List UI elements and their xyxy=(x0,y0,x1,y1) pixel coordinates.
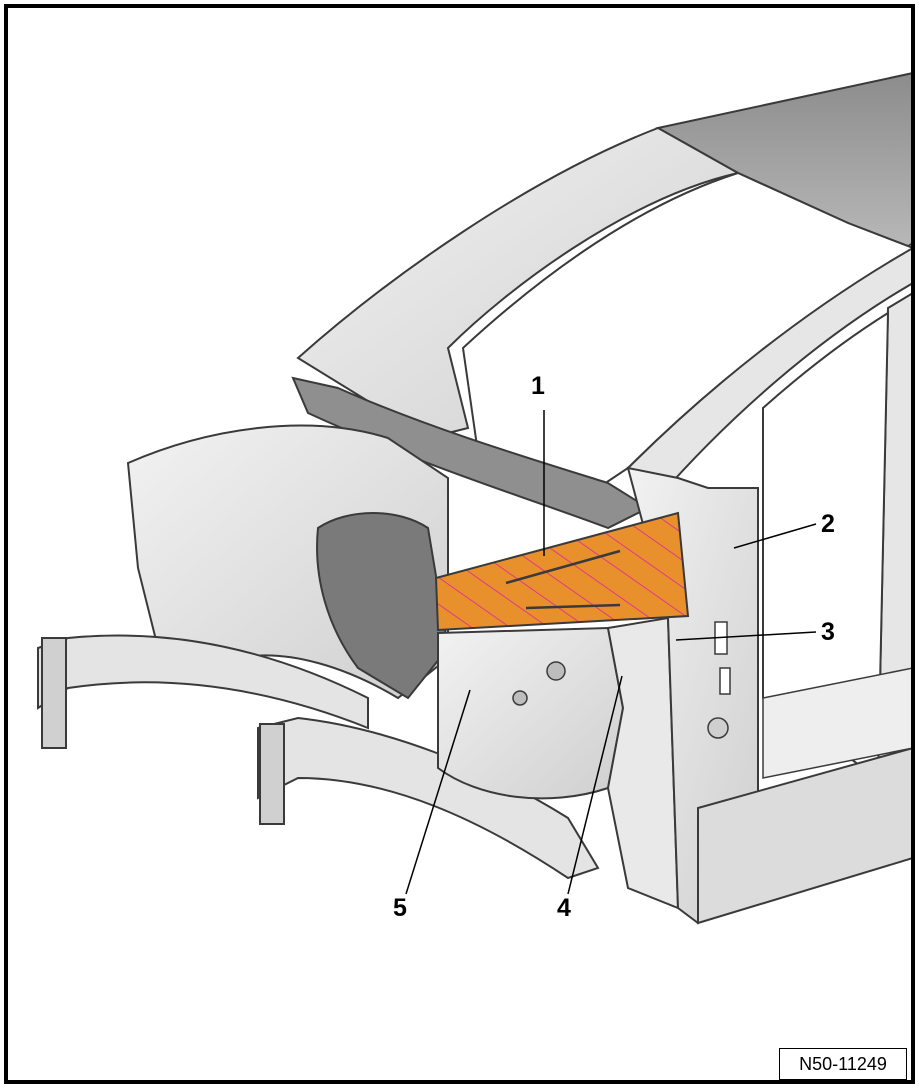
callout-3: 3 xyxy=(819,618,837,646)
bumper-mount-left xyxy=(41,637,67,749)
floor-edge xyxy=(762,667,911,779)
bumper-mount-right xyxy=(259,723,285,825)
lower-a-pillar-panel xyxy=(437,626,625,800)
highlight-inner-ridge-2 xyxy=(525,603,621,610)
highlight-inner-ridge-1 xyxy=(505,549,621,585)
door-opening xyxy=(762,311,890,780)
windshield-opening xyxy=(461,171,911,490)
shock-tower xyxy=(316,512,450,700)
callout-5: 5 xyxy=(391,894,409,922)
pillar-grommet xyxy=(707,717,729,739)
diagram-frame: 1 2 3 4 5 N50-11249 xyxy=(4,4,915,1084)
callout-4: 4 xyxy=(555,894,573,922)
front-longitudinal-member-right xyxy=(257,716,600,880)
callout-2: 2 xyxy=(819,510,837,538)
reference-code-label: N50-11249 xyxy=(779,1048,907,1080)
front-longitudinal-member-left xyxy=(37,634,369,730)
leader-line-4 xyxy=(567,675,623,895)
leader-line-2 xyxy=(733,523,817,549)
panel-hole-2 xyxy=(512,690,528,706)
sill-panel xyxy=(697,747,911,925)
panel-hole-1 xyxy=(546,661,566,681)
leader-line-3 xyxy=(675,631,817,641)
pillar-slot-2 xyxy=(719,667,731,695)
car-body-illustration xyxy=(37,72,911,925)
highlighted-reinforcement-part xyxy=(434,511,690,632)
hinge-pillar-reinforcement xyxy=(606,616,680,910)
callout-1: 1 xyxy=(529,372,547,400)
leader-line-5 xyxy=(405,689,471,895)
